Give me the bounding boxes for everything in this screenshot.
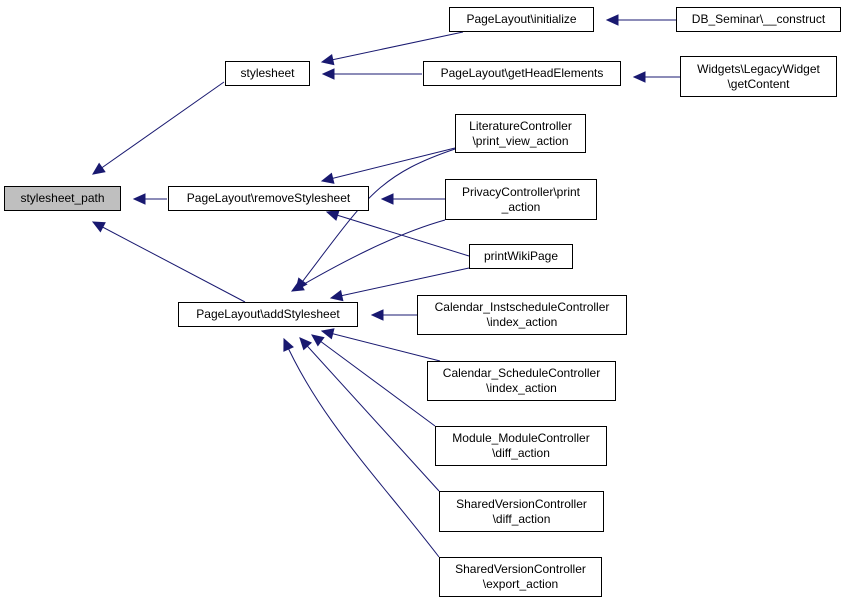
edge-n12-to-n3 [320, 328, 441, 362]
edge-n13-to-n3 [311, 334, 436, 427]
node-label-line: \diff_action [492, 446, 550, 460]
node-label-line: DB_Seminar\__construct [691, 12, 826, 26]
node-calendar-instschedulecontroller-index-action[interactable]: Calendar_InstscheduleController\index_ac… [417, 295, 627, 335]
edge-n7-to-n5 [632, 71, 680, 83]
arrowhead [320, 328, 335, 340]
node-label-line: _action [501, 199, 541, 214]
edge-n15-to-n3 [283, 337, 440, 558]
node-label-line: LiteratureController [469, 118, 572, 133]
node-pagelayout-initialize[interactable]: PageLayout\initialize [449, 7, 594, 32]
node-label-line: printWikiPage [483, 249, 559, 263]
arrowhead [283, 337, 294, 352]
edge-n5-to-n1 [321, 68, 422, 80]
arrowhead [325, 209, 340, 221]
node-label-line: PageLayout\getHeadElements [440, 66, 604, 80]
edge-line [92, 221, 246, 303]
arrowhead [290, 280, 305, 292]
node-label-line: SharedVersionController [456, 496, 587, 511]
edge-line [311, 334, 436, 427]
node-label-line: stylesheet [240, 66, 295, 80]
edge-line [321, 31, 464, 63]
arrowhead [311, 334, 325, 347]
node-stylesheet-path: stylesheet_path [4, 186, 121, 211]
node-label-line: stylesheet_path [20, 191, 105, 205]
edge-line [330, 267, 470, 299]
arrowhead [91, 221, 106, 233]
edge-n8-to-n2 [320, 147, 456, 184]
arrowhead [329, 289, 344, 302]
edge-n2-to-n0 [132, 193, 167, 205]
arrowhead [320, 53, 335, 66]
edge-line [321, 330, 441, 362]
arrowhead [320, 172, 335, 184]
node-module-modulecontroller-diff-action[interactable]: Module_ModuleController\diff_action [435, 426, 607, 466]
node-privacycontroller-print-action[interactable]: PrivacyController\print_action [445, 179, 597, 220]
edge-n10-to-n3 [329, 267, 470, 302]
arrowhead [370, 309, 384, 321]
node-label-line: PrivacyController\print [461, 184, 581, 199]
arrowhead [380, 193, 394, 205]
node-label-line: Module_ModuleController [452, 431, 590, 445]
edge-line [299, 337, 440, 492]
arrowhead [605, 14, 619, 26]
node-label-line: PageLayout\initialize [466, 12, 577, 26]
arrowhead [321, 68, 335, 80]
edge-n8-to-n3 [295, 148, 456, 291]
edge-n9-to-n2 [380, 193, 445, 205]
node-pagelayout-getheadelements[interactable]: PageLayout\getHeadElements [423, 61, 621, 86]
edge-n3-to-n0 [91, 221, 246, 303]
node-pagelayout-removestylesheet[interactable]: PageLayout\removeStylesheet [168, 186, 369, 211]
arrowhead [632, 71, 646, 83]
arrowhead [92, 162, 106, 175]
edge-line [283, 338, 440, 558]
node-calendar-schedulecontroller-index-action[interactable]: Calendar_ScheduleController\index_action [427, 361, 616, 401]
arrowhead [132, 193, 146, 205]
node-printwikipage[interactable]: printWikiPage [469, 244, 573, 269]
node-label-line: \diff_action [492, 511, 551, 526]
edge-n14-to-n3 [299, 337, 440, 492]
node-label-line: Calendar_InstscheduleController [434, 300, 610, 314]
node-literaturecontroller-print-view-action[interactable]: LiteratureController\print_view_action [455, 114, 586, 153]
node-label-line: \print_view_action [472, 133, 569, 148]
node-label-line: Widgets\LegacyWidget [697, 61, 820, 76]
arrowhead [299, 337, 313, 351]
edge-line [291, 219, 446, 292]
node-label-line: \getContent [727, 76, 790, 91]
node-label-line: PageLayout\removeStylesheet [186, 191, 351, 205]
node-label-line: \export_action [482, 577, 559, 591]
node-label-line: \index_action [486, 315, 558, 329]
edge-line [295, 148, 456, 291]
edge-line [92, 81, 225, 175]
edge-n11-to-n3 [370, 309, 417, 321]
node-sharedversioncontroller-diff-action[interactable]: SharedVersionController\diff_action [439, 491, 604, 532]
node-label-line: SharedVersionController [455, 562, 586, 576]
edge-n4-to-n1 [320, 31, 464, 66]
edge-line [321, 147, 456, 182]
node-db-seminar-construct[interactable]: DB_Seminar\__construct [676, 7, 841, 32]
edge-n1-to-n0 [92, 81, 225, 175]
node-label-line: PageLayout\addStylesheet [196, 307, 340, 321]
node-label-line: Calendar_ScheduleController [442, 366, 601, 380]
node-stylesheet[interactable]: stylesheet [225, 61, 310, 86]
node-label-line: \index_action [486, 381, 557, 395]
node-pagelayout-addstylesheet[interactable]: PageLayout\addStylesheet [178, 302, 358, 327]
node-sharedversioncontroller-export-action[interactable]: SharedVersionController\export_action [439, 557, 602, 597]
edge-n9-to-n3 [290, 219, 446, 292]
node-legacywidget-getcontent[interactable]: Widgets\LegacyWidget\getContent [680, 56, 837, 97]
edge-n6-to-n4 [605, 14, 676, 26]
